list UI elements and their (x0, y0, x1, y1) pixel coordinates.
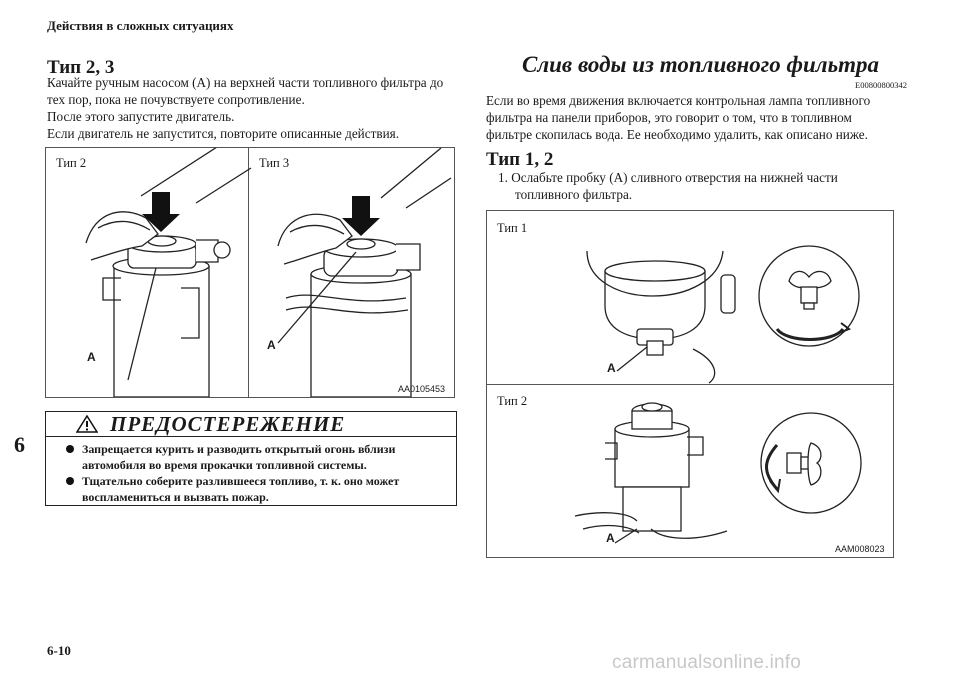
left-heading: Тип 2, 3 (47, 57, 115, 78)
figure-label-type3: Тип 3 (259, 156, 290, 170)
section-code: E00800800342 (855, 80, 907, 90)
warning-list: Запрещается курить и разводить открытый … (66, 442, 446, 506)
warning-item: Тщательно соберите разлившееся топливо, … (66, 474, 446, 505)
figure-code: AA0105453 (398, 384, 446, 394)
step-number: 1. (498, 170, 508, 185)
left-para-line: Если двигатель не запустится, повторите … (47, 126, 400, 141)
step-1: 1. Ослабьте пробку (A) сливного отверсти… (498, 169, 918, 203)
left-body: Качайте ручным насосом (A) на верхней ча… (47, 74, 457, 142)
right-heading: Тип 1, 2 (486, 149, 554, 170)
figure-code: AAM008023 (835, 544, 885, 554)
chapter-tab: 6 (14, 432, 25, 457)
warning-box: ПРЕДОСТЕРЕЖЕНИЕ Запрещается курить и раз… (45, 411, 457, 506)
figure-label-type2: Тип 2 (497, 394, 528, 408)
left-para-line: Качайте ручным насосом (A) на верхней ча… (47, 75, 444, 90)
right-para-line: Если во время движения включается контро… (486, 93, 871, 108)
warning-triangle-icon (76, 415, 98, 433)
figure-callout-a: A (606, 531, 615, 545)
right-para-line: фильтре скопилась вода. Ее необходимо уд… (486, 127, 868, 142)
figure-divider (248, 148, 249, 397)
watermark: carmanualsonline.info (612, 652, 802, 673)
right-title: Слив воды из топливного фильтра (522, 52, 879, 77)
left-para-line: тех пор, пока не почувствуете сопротивле… (47, 92, 305, 107)
step-text: Ослабьте пробку (A) сливного отверстия н… (511, 170, 838, 185)
left-para-line: После этого запустите двигатель. (47, 109, 235, 124)
figure-callout-a: A (87, 350, 96, 364)
figure-divider (487, 384, 893, 385)
page-number: 6-10 (47, 643, 71, 658)
drain-illustration (574, 245, 862, 544)
drain-figure: Тип 1 Тип 2 (486, 210, 894, 558)
pump-illustration (85, 148, 452, 397)
right-para-line: фильтра на панели приборов, это говорит … (486, 110, 852, 125)
right-body: Если во время движения включается контро… (486, 92, 926, 143)
figure-callout-a: A (267, 338, 276, 352)
step-text-cont: топливного фильтра. (515, 187, 633, 202)
figure-callout-a: A (607, 361, 616, 375)
pump-figure: Тип 2 Тип 3 (45, 147, 455, 398)
warning-title-bar: ПРЕДОСТЕРЕЖЕНИЕ (46, 412, 456, 437)
figure-label-type2: Тип 2 (56, 156, 87, 170)
figure-label-type1: Тип 1 (497, 221, 528, 235)
warning-title: ПРЕДОСТЕРЕЖЕНИЕ (110, 412, 346, 436)
running-header: Действия в сложных ситуациях (47, 18, 234, 33)
warning-item: Запрещается курить и разводить открытый … (66, 442, 446, 473)
